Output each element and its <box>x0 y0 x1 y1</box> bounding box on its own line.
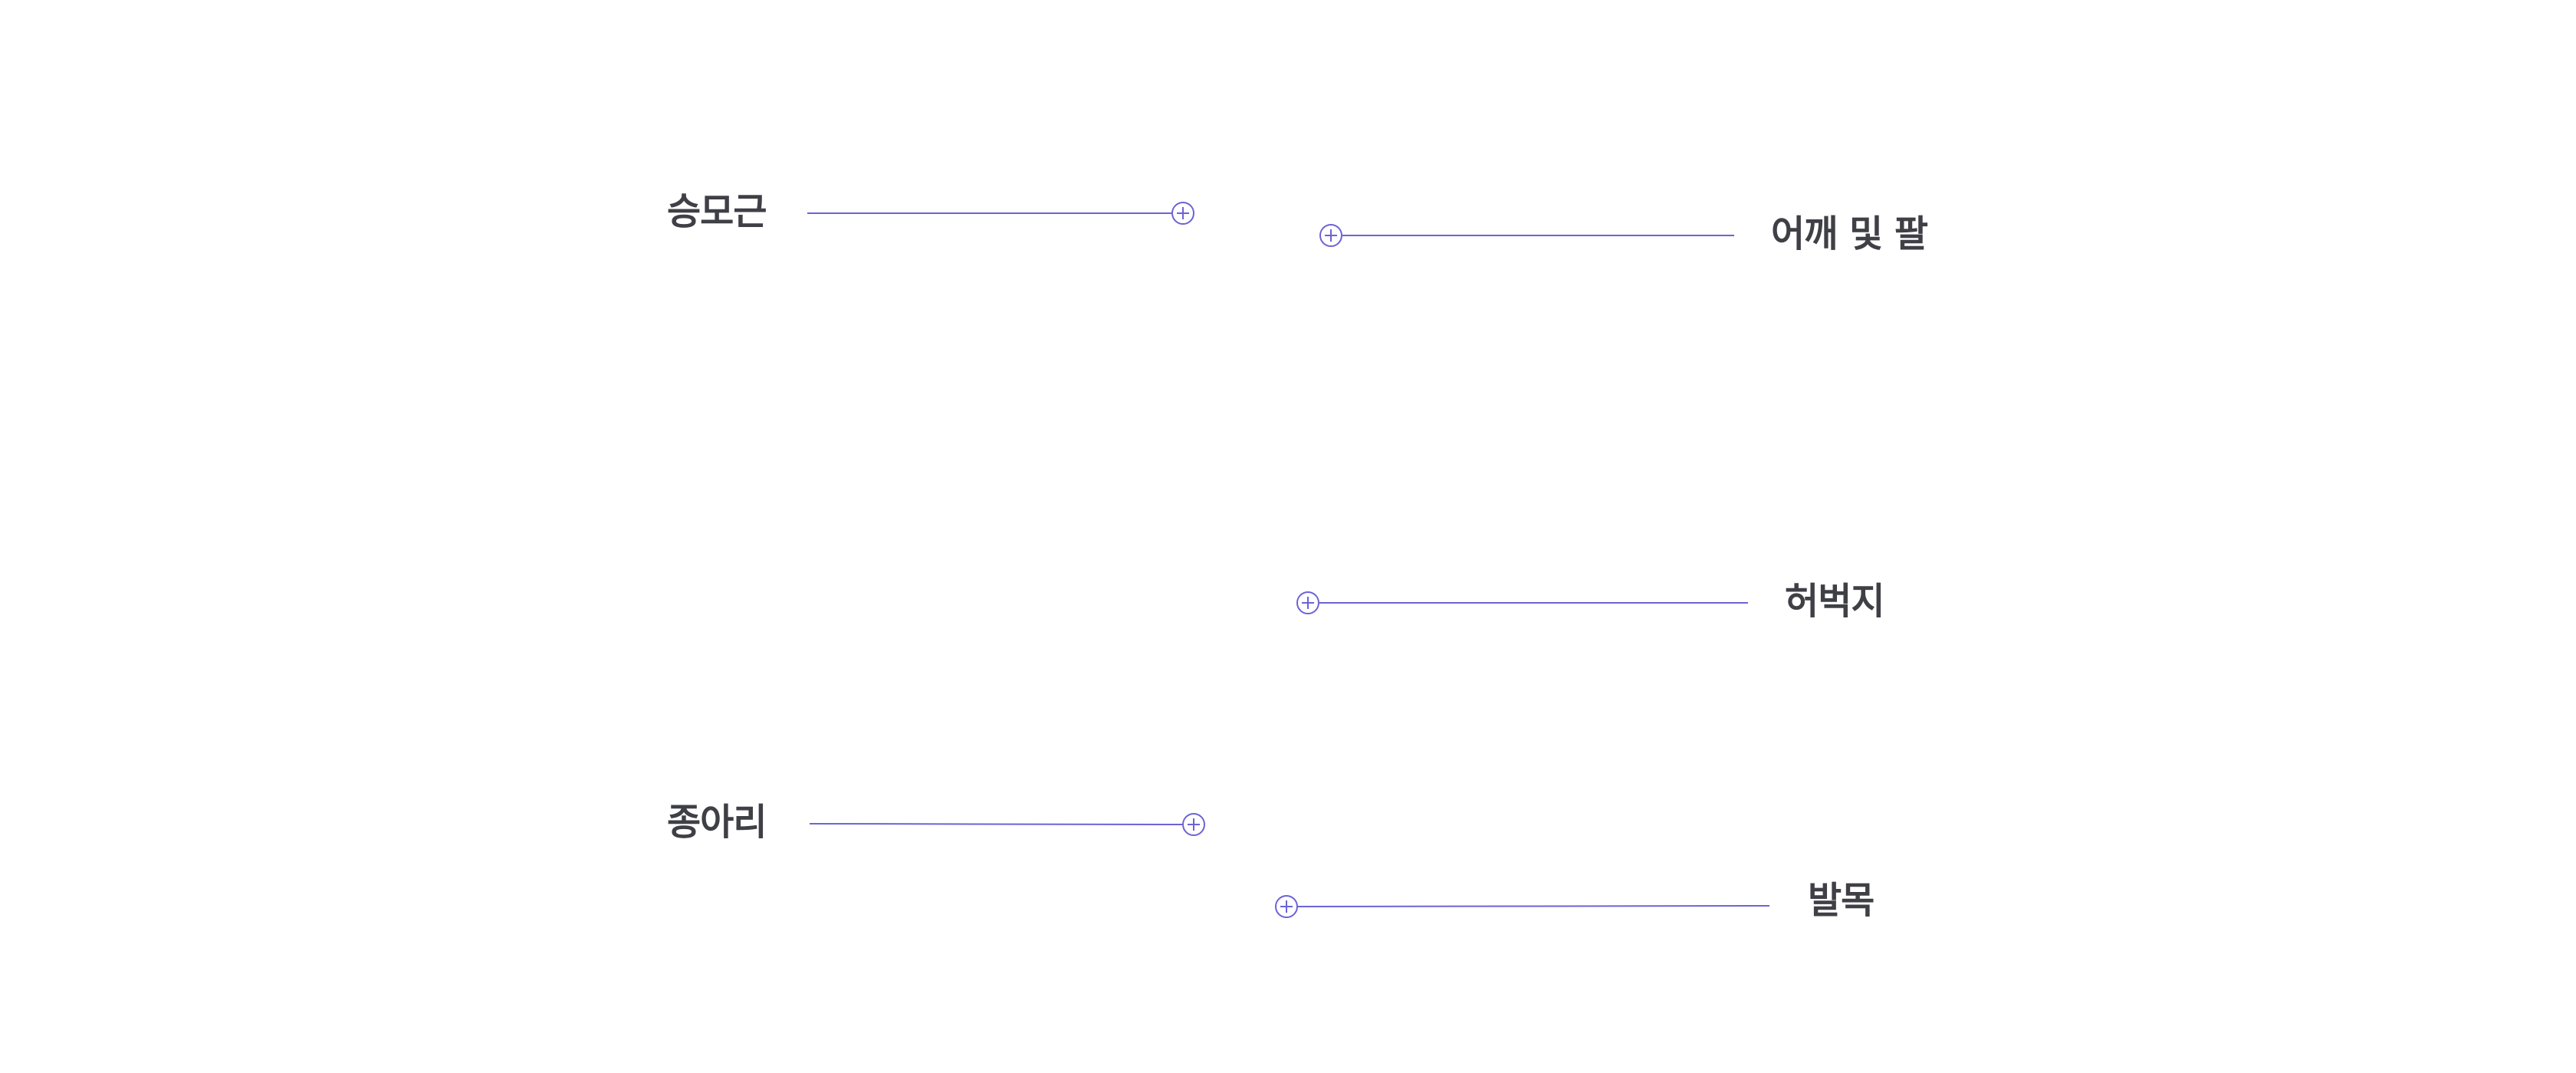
callout-thigh <box>1296 591 1748 614</box>
plus-circle-icon[interactable] <box>1319 224 1342 247</box>
callout-shoulder-arm <box>1319 224 1734 247</box>
label-thigh: 허벅지 <box>1785 580 1884 623</box>
plus-circle-icon[interactable] <box>1296 591 1319 614</box>
plus-circle-icon[interactable] <box>1275 895 1298 918</box>
plus-circle-icon[interactable] <box>1182 813 1205 836</box>
callout-calf <box>809 813 1205 836</box>
label-ankle: 발목 <box>1808 879 1875 922</box>
label-shoulder-arm: 어깨 및 팔 <box>1771 212 1928 255</box>
callout-line-ankle <box>1297 905 1770 907</box>
label-calf: 종아리 <box>667 801 767 844</box>
label-seungmogeun: 승모근 <box>667 190 767 233</box>
plus-circle-icon[interactable] <box>1171 202 1194 225</box>
callout-seungmogeun <box>807 202 1194 225</box>
callout-ankle <box>1275 895 1770 918</box>
